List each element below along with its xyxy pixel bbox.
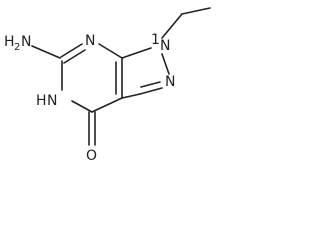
bond-c7a-n1 <box>121 47 152 59</box>
bond-c4-n5 <box>71 100 93 113</box>
atom-labels: H 2 N N 1 N N H N O <box>4 32 175 164</box>
bond-c6-n7 <box>60 43 83 58</box>
bond-c3a-c4 <box>91 97 123 113</box>
atom-ring-nh-n: N <box>47 93 57 109</box>
bond-c3-c3a <box>121 93 141 99</box>
bond-n1-ch2 <box>161 13 183 39</box>
bond-n2-c3 <box>139 87 163 95</box>
bond-amine <box>31 45 61 59</box>
atom-ring-n-pyrazole: N <box>165 74 175 90</box>
atom-amine-n: N <box>21 34 31 50</box>
bond-ch2-ch3 <box>181 7 211 15</box>
atom-amine-h-count: 2 <box>14 42 20 53</box>
atom-amine-h: H <box>4 34 15 50</box>
atom-ring-n-top: N <box>85 33 95 49</box>
atom-ring-nh-h: H <box>36 93 47 109</box>
structure-diagram: H 2 N N 1 N N H N O <box>0 0 220 172</box>
bond-n1-n2 <box>161 53 170 75</box>
atom-ring-n-ethyl: N <box>160 38 170 54</box>
bond-lines <box>31 7 211 146</box>
atom-ethyl-n-index: 1 <box>151 32 160 48</box>
bond-n2-c3-double <box>140 81 161 88</box>
molecule-drawing: H 2 N N 1 N N H N O <box>4 7 211 164</box>
bond-n7-c7a <box>98 43 123 59</box>
bond-c6-n7-double <box>63 49 86 64</box>
atom-carbonyl-o: O <box>86 148 97 164</box>
